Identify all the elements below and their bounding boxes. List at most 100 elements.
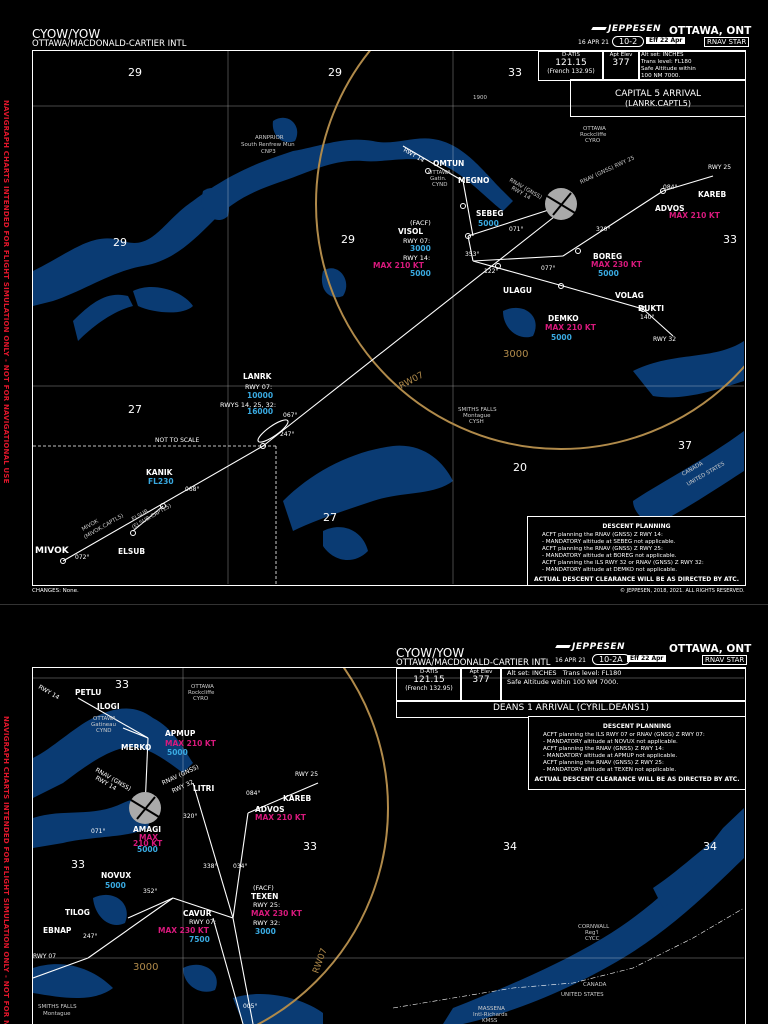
apt-label: OTTAWA bbox=[191, 684, 214, 690]
french-freq: (French 132.95) bbox=[547, 68, 595, 75]
descent-line: ACFT planning the ILS RWY 07 or RNAV (GN… bbox=[543, 732, 705, 738]
grid-num: 29 bbox=[128, 66, 142, 79]
fix-label: NOVUX bbox=[101, 871, 131, 880]
course-label: 353° bbox=[465, 251, 479, 258]
changes-note: CHANGES: None. bbox=[32, 588, 79, 594]
fix-label: CAVUR bbox=[183, 909, 212, 918]
speed-label: MAX 210 KT bbox=[165, 739, 217, 748]
descent-footer: ACTUAL DESCENT CLEARANCE WILL BE AS DIRE… bbox=[534, 576, 739, 583]
course-label: 320° bbox=[183, 813, 197, 820]
route-litri bbox=[192, 782, 234, 919]
not-to-scale-label: NOT TO SCALE bbox=[155, 437, 200, 444]
fix-sublabel: (FACF) bbox=[253, 884, 274, 892]
fix-marker-sebeg bbox=[460, 203, 466, 209]
fix-marker-advos bbox=[660, 188, 666, 194]
descent-line: - MANDATORY altitude at SEBEG not applic… bbox=[542, 539, 676, 545]
descent-line: - MANDATORY altitude at NOVUX not applic… bbox=[543, 739, 678, 745]
grid-num: 34 bbox=[703, 840, 717, 853]
chart-number-2: 10-2A bbox=[592, 654, 630, 665]
descent-line: - MANDATORY altitude at DEMKO not applic… bbox=[542, 567, 678, 573]
fix-marker-visol bbox=[465, 233, 471, 239]
fix-markers bbox=[60, 168, 666, 564]
fix-label: ILOGI bbox=[97, 702, 120, 711]
fix-label: TILOG bbox=[65, 908, 90, 917]
apt-label: SMITHS FALLS bbox=[38, 1004, 77, 1010]
msa-ring bbox=[315, 51, 744, 450]
speed-label: MAX 230 KT bbox=[158, 926, 210, 935]
course-label: 247° bbox=[83, 933, 97, 940]
fix-labels: MIVOK ELSUB KANIK LANRK OMTUN MEGNO SEBE… bbox=[35, 159, 727, 556]
apt-label: SMITHS FALLS bbox=[458, 407, 497, 413]
jeppesen-logo: JEPPESEN bbox=[591, 24, 661, 34]
apt-label: OTTAWA bbox=[428, 170, 451, 176]
msa-ring-2 bbox=[256, 668, 389, 1024]
route-demko-volag bbox=[562, 285, 644, 310]
datis-freq-2: 121.15 bbox=[413, 675, 445, 685]
course-label: 122° bbox=[484, 268, 498, 275]
fix-marker-elsub bbox=[130, 530, 136, 536]
elev-label: Apt Elev bbox=[609, 52, 633, 58]
speed-labels-2: MAX 210 KT MAX 210 KT MAX 210 KT MAX 230… bbox=[133, 739, 307, 935]
apt-label: CYSH bbox=[469, 419, 484, 425]
apt-label: MASSENA bbox=[478, 1006, 505, 1012]
altset-box: Alt set: INCHES Trans level: FL180 Safe … bbox=[638, 51, 746, 81]
route-advos-kareb bbox=[662, 175, 714, 192]
course-label: 084° bbox=[246, 790, 260, 797]
grid-lines-2 bbox=[33, 668, 744, 1024]
grid-num: 33 bbox=[115, 678, 129, 691]
apt-label: Reg'l bbox=[585, 930, 599, 936]
descent-planning-box-2: DESCENT PLANNING ACFT planning the ILS R… bbox=[528, 716, 746, 790]
course-label: 071° bbox=[91, 828, 105, 835]
route-ulagu-demko bbox=[472, 260, 564, 287]
fix-label: ADVOS bbox=[655, 204, 684, 213]
apt-label: Gatin. bbox=[430, 176, 447, 182]
route-novux bbox=[127, 897, 174, 919]
fix-label: EBNAP bbox=[43, 926, 72, 935]
fix-label: OMTUN bbox=[433, 159, 464, 168]
grid-num: 29 bbox=[328, 66, 342, 79]
fix-sublabel: RWYS 14, 25, 32: bbox=[220, 401, 276, 409]
course-label: 072° bbox=[75, 554, 89, 561]
fix-label: KANIK bbox=[146, 468, 174, 477]
fix-label: ADVOS bbox=[255, 805, 284, 814]
fix-marker-lanrk bbox=[260, 443, 266, 449]
fix-sub-labels-2: (FACF) RWY 25: RWY 32: RWY 07: bbox=[189, 884, 280, 927]
route-cavur bbox=[172, 897, 234, 919]
speed-label: MAX 210 KT bbox=[255, 813, 307, 822]
alt-label: 10000 bbox=[247, 391, 273, 400]
speed-label: MAX bbox=[139, 833, 158, 842]
route-south bbox=[232, 917, 254, 1024]
border-label: UNITED STATES bbox=[561, 992, 604, 998]
apt-label: OTTAWA bbox=[93, 716, 116, 722]
route-volag-dukti bbox=[642, 308, 674, 337]
course-label: 352° bbox=[143, 888, 157, 895]
route-merko-apmup bbox=[122, 727, 149, 739]
apt-label: KMSS bbox=[482, 1018, 498, 1024]
apt-label: OTTAWA bbox=[583, 126, 606, 132]
route-visol-airport bbox=[467, 205, 562, 237]
fix-sublabel: RWY 07: bbox=[189, 918, 216, 926]
lake-sw bbox=[33, 964, 113, 998]
fix-marker-mivok bbox=[60, 558, 66, 564]
fix-label: MERKO bbox=[121, 743, 151, 752]
fix-label: VISOL bbox=[398, 227, 423, 236]
not-to-scale-box bbox=[33, 445, 277, 584]
trans-level: Trans level: FL180 bbox=[641, 59, 692, 65]
apt-label: South Renfrew Mun bbox=[241, 142, 295, 148]
lake-south bbox=[323, 527, 368, 561]
apt-label: Rockcliffe bbox=[580, 132, 607, 138]
grid-num: 27 bbox=[128, 403, 142, 416]
alt-label: 5000 bbox=[598, 269, 619, 278]
alt-label: 3000 bbox=[255, 927, 276, 936]
obstacle-label: 1900 bbox=[473, 95, 487, 101]
speed-label: 210 KT bbox=[133, 839, 163, 848]
intl-border bbox=[392, 907, 744, 1009]
apt-label: ARNPRIOR bbox=[255, 135, 284, 141]
speed-label: MAX 210 KT bbox=[669, 211, 721, 220]
course-label: 247° bbox=[280, 431, 294, 438]
descent-line: - MANDATORY altitude at APMUP not applic… bbox=[543, 753, 678, 759]
map-canvas: NOT TO SCALE 29 29 33 29 29 33 27 37 20 … bbox=[33, 51, 744, 584]
course-label: RWY 32 bbox=[653, 336, 676, 343]
altitude-labels-2: 5000 5000 5000 3000 7500 bbox=[105, 748, 276, 944]
course-label: 068° bbox=[185, 486, 199, 493]
